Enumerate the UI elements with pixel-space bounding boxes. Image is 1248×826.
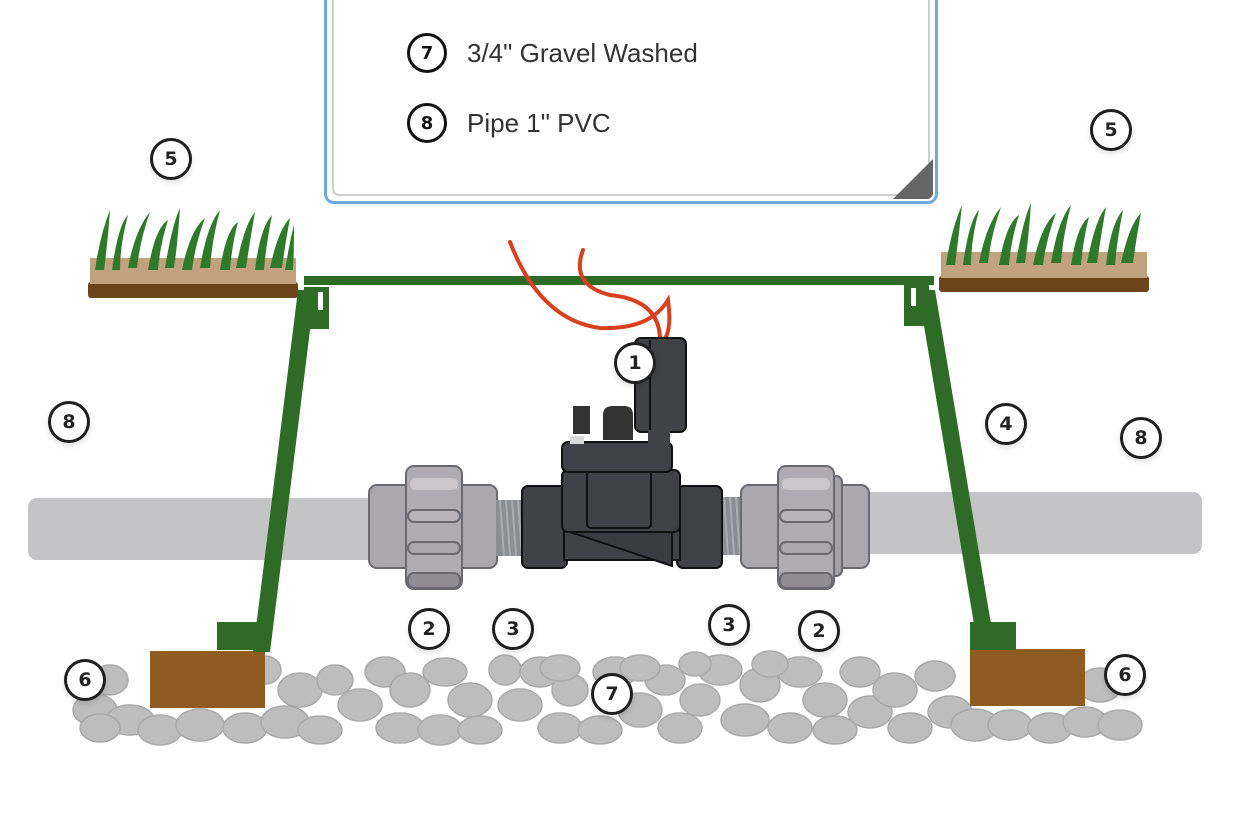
legend-label: 3/4" Gravel Washed [467, 37, 698, 68]
legend-number: 8 [407, 103, 447, 143]
legend-item-pipe: 8 Pipe 1" PVC [407, 103, 611, 143]
legend-label: Pipe 1" PVC [467, 107, 611, 138]
callout-union-right[interactable]: 2 [798, 610, 840, 652]
callout-union-left[interactable]: 2 [408, 608, 450, 650]
nipple-left [496, 499, 524, 557]
pvc-pipe [28, 492, 1202, 560]
callout-pipe-left[interactable]: 8 [48, 401, 90, 443]
callout-turf-left[interactable]: 5 [150, 138, 192, 180]
brick-left [150, 651, 265, 708]
callout-pipe-right[interactable]: 8 [1120, 417, 1162, 459]
callout-valve-box[interactable]: 4 [985, 403, 1027, 445]
legend-inner [332, 0, 930, 196]
callout-brick-right[interactable]: 6 [1104, 654, 1146, 696]
callout-turf-right[interactable]: 5 [1090, 109, 1132, 151]
turf-left [88, 208, 298, 298]
solenoid-wire [508, 240, 672, 342]
brick-right [970, 649, 1085, 706]
resize-grip-icon[interactable] [893, 159, 933, 199]
union-right [740, 465, 870, 590]
callout-nipple-right[interactable]: 3 [708, 604, 750, 646]
callout-valve[interactable]: 1 [614, 342, 656, 384]
callout-nipple-left[interactable]: 3 [492, 608, 534, 650]
legend-number: 7 [407, 33, 447, 73]
callout-gravel[interactable]: 7 [591, 673, 633, 715]
legend-item-gravel: 7 3/4" Gravel Washed [407, 33, 698, 73]
valve-box [217, 276, 1016, 652]
turf-right [939, 203, 1149, 292]
union-left [368, 465, 498, 590]
callout-brick-left[interactable]: 6 [64, 659, 106, 701]
legend-panel: 7 3/4" Gravel Washed 8 Pipe 1" PVC [324, 0, 938, 204]
